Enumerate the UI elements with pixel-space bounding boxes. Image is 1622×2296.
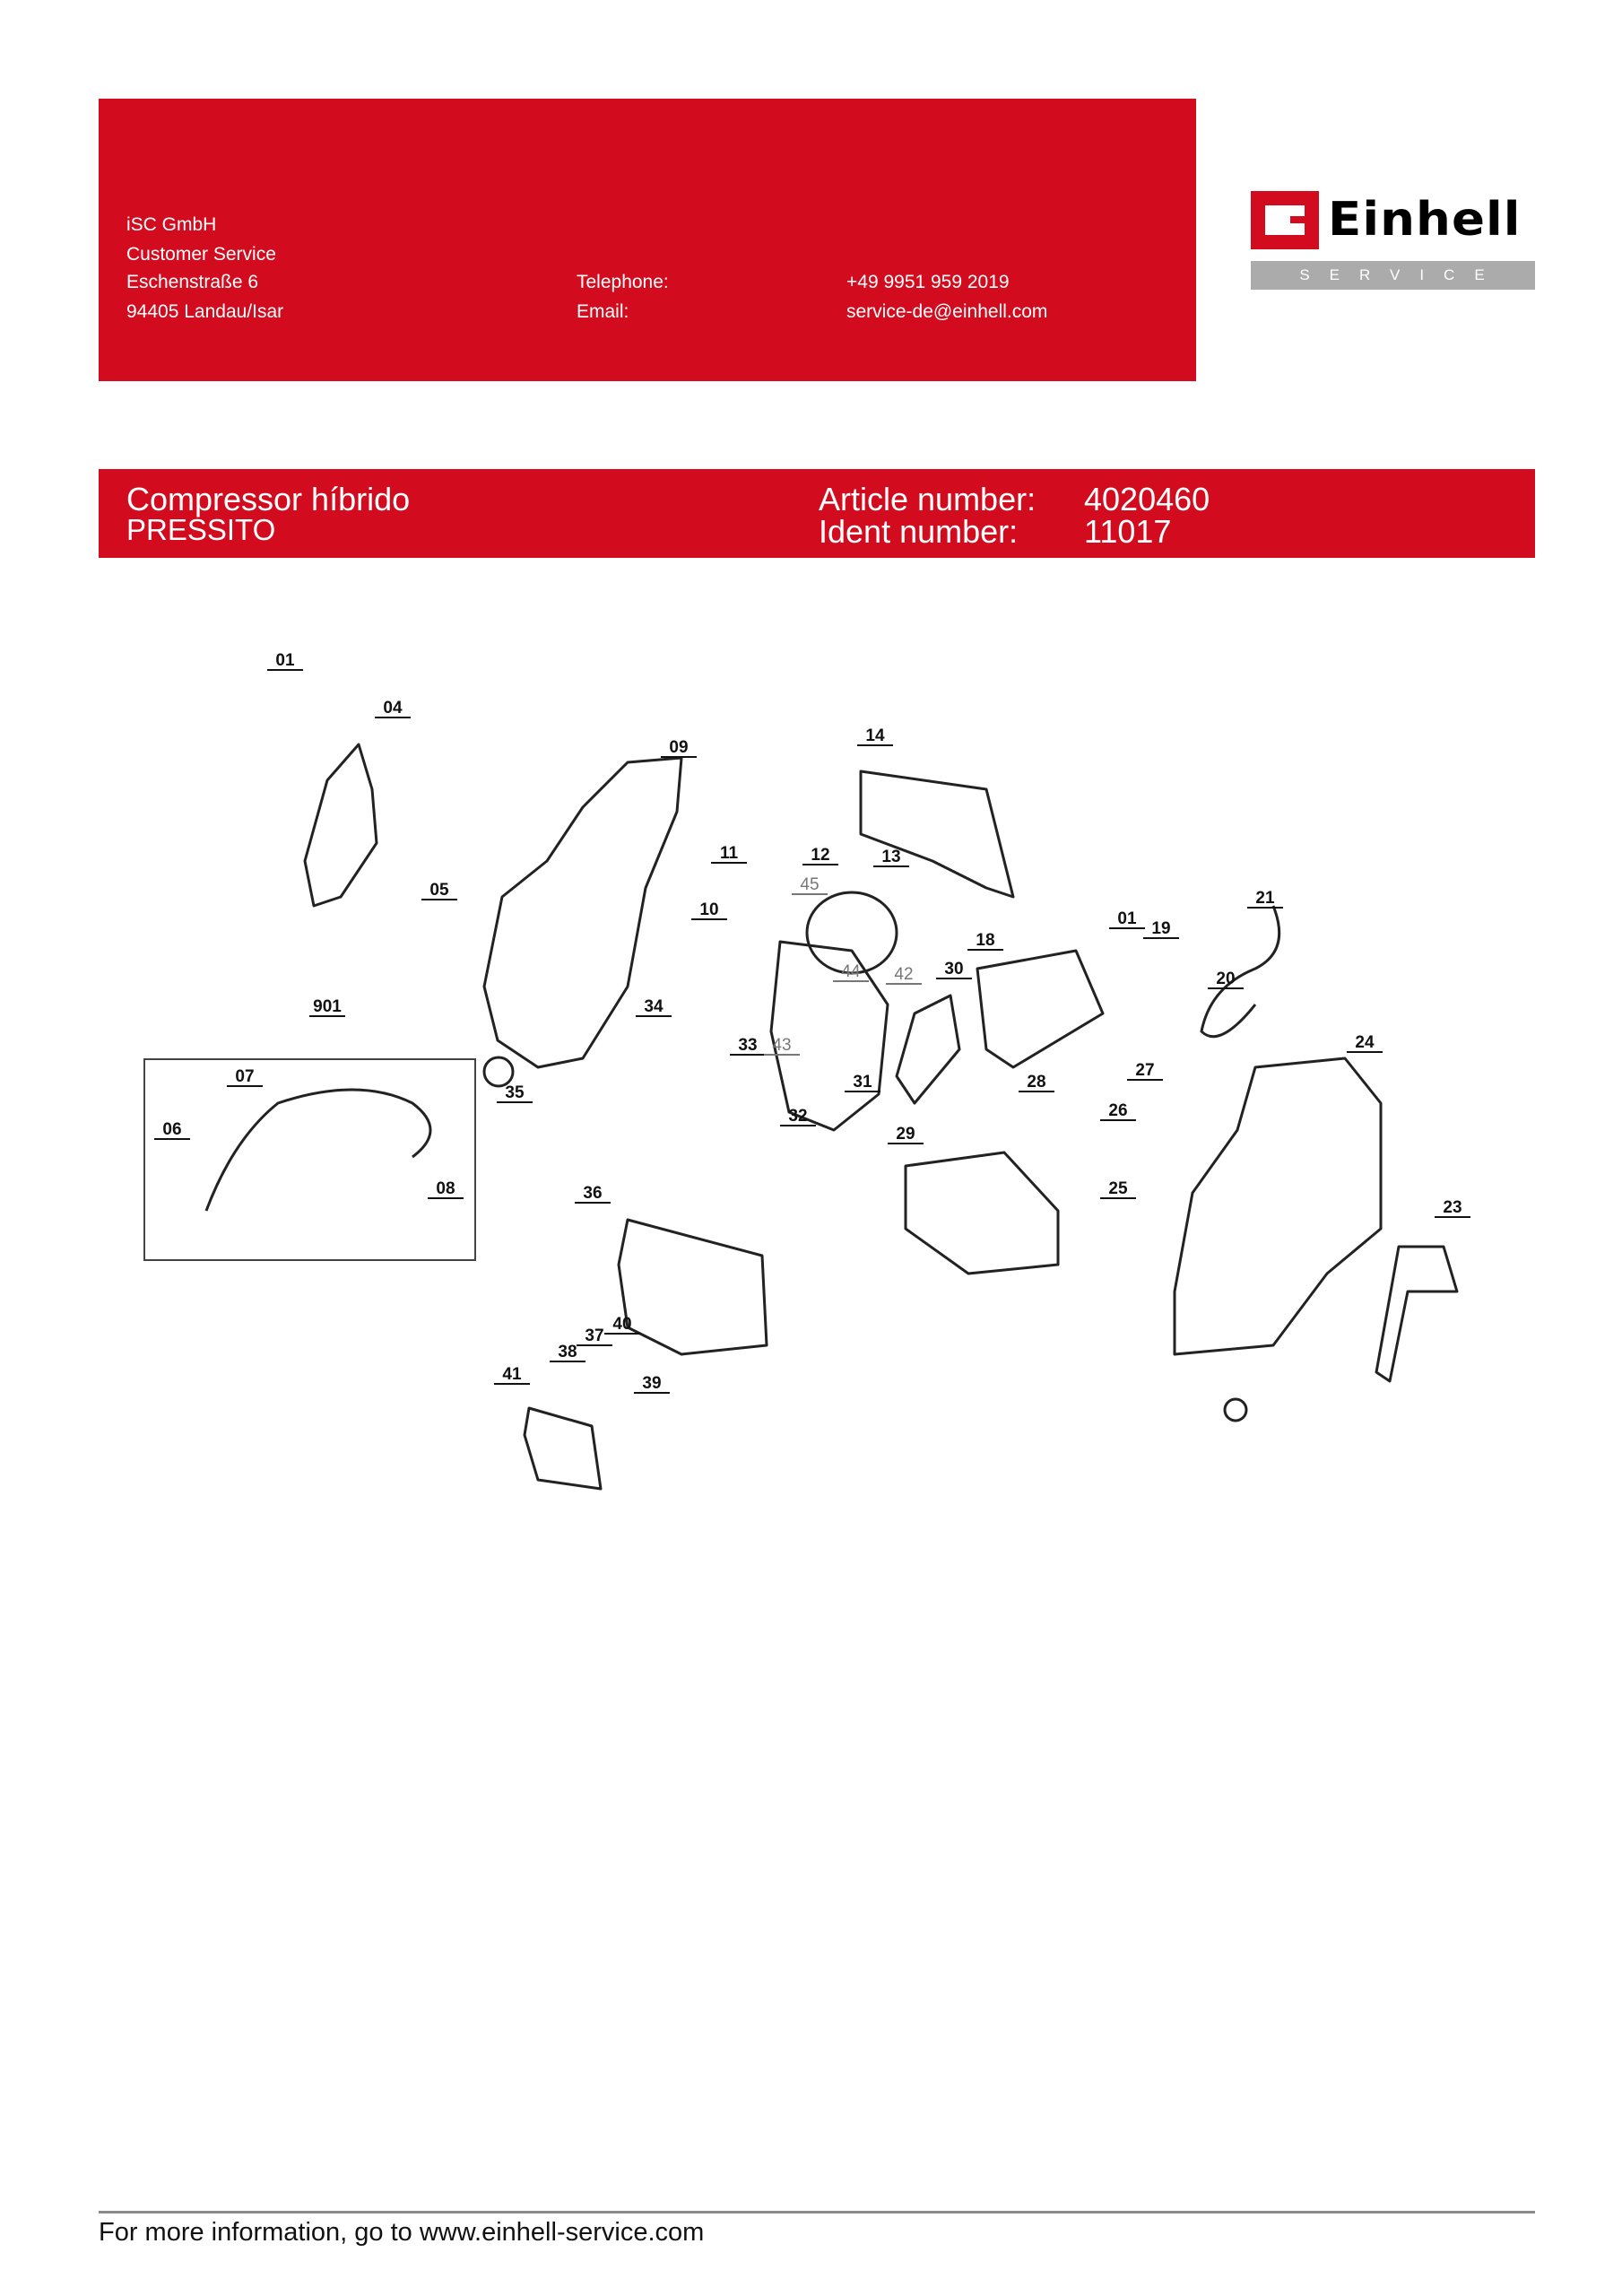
product-title-bar: Compressor híbrido PRESSITO Article numb… — [99, 469, 1535, 558]
part-label: 11 — [720, 844, 739, 863]
part-label: 01 — [275, 651, 295, 670]
logo-service-tag: SERVICE — [1251, 261, 1535, 290]
einhell-logo: Einhell SERVICE — [1251, 191, 1535, 290]
part-label: 27 — [1135, 1061, 1154, 1080]
part-label: 18 — [976, 931, 994, 950]
part-label: 40 — [612, 1315, 631, 1334]
product-name: Compressor híbrido — [126, 481, 411, 517]
email-address: service-de@einhell.com — [846, 301, 1048, 322]
ident-number-label: Ident number: — [819, 513, 1019, 550]
power-cable-part — [1200, 905, 1281, 1039]
part-label: 37 — [585, 1326, 603, 1345]
part-label: 23 — [1443, 1198, 1462, 1217]
part-label: 38 — [558, 1343, 577, 1361]
part-label: 41 — [502, 1365, 522, 1384]
part-label: 09 — [669, 738, 688, 757]
side-cover-part — [303, 743, 378, 908]
part-label: 20 — [1216, 970, 1235, 988]
compressor-block-part — [769, 940, 889, 1132]
part-label: 43 — [772, 1036, 791, 1055]
motor-part — [805, 891, 898, 975]
part-label: 39 — [642, 1374, 661, 1393]
part-label: 42 — [894, 965, 913, 984]
part-label: 32 — [788, 1107, 807, 1126]
handle-housing-part — [482, 756, 683, 1069]
part-label: 34 — [644, 997, 664, 1016]
part-label: 07 — [235, 1067, 254, 1086]
contact-header: iSC GmbH Customer Service Eschenstraße 6… — [99, 99, 1196, 381]
foot-part — [1223, 1397, 1248, 1422]
top-grille-part — [859, 770, 1015, 899]
part-label: 35 — [505, 1083, 525, 1102]
logo-mark-icon — [1251, 191, 1319, 249]
part-label: 19 — [1151, 919, 1170, 938]
hose-part — [204, 1088, 432, 1212]
part-label: 21 — [1255, 889, 1275, 908]
part-label: 12 — [811, 846, 829, 865]
foot-35-part — [482, 1056, 515, 1088]
part-label: 25 — [1108, 1179, 1128, 1198]
part-label: 45 — [800, 875, 819, 894]
article-number-label: Article number: — [819, 481, 1037, 517]
ident-number: 11017 — [1084, 513, 1172, 550]
part-label: 36 — [583, 1184, 602, 1203]
logo-wordmark: Einhell — [1328, 193, 1522, 247]
battery-cover-part — [523, 1406, 603, 1491]
main-housing-part — [1173, 1057, 1383, 1356]
part-label: 13 — [881, 848, 900, 866]
part-label: 01 — [1117, 909, 1137, 928]
cover-30-part — [895, 994, 961, 1105]
bracket-23-part — [1375, 1245, 1459, 1383]
part-label: 06 — [162, 1120, 181, 1139]
email-label: Email: — [577, 301, 629, 322]
telephone-label: Telephone: — [577, 272, 669, 292]
part-label: 44 — [841, 962, 861, 981]
part-label: 901 — [313, 997, 342, 1016]
part-label: 33 — [738, 1036, 757, 1055]
part-label: 26 — [1108, 1101, 1127, 1120]
street: Eschenstraße 6 — [126, 272, 259, 292]
part-label: 14 — [865, 726, 885, 745]
city: 94405 Landau/Isar — [126, 301, 284, 322]
part-label: 10 — [699, 900, 718, 919]
part-label: 29 — [896, 1125, 915, 1144]
battery-holder-part — [904, 1151, 1060, 1275]
control-panel-part — [976, 949, 1105, 1069]
part-label: 28 — [1027, 1073, 1045, 1091]
article-number: 4020460 — [1084, 481, 1210, 517]
accessory-box-901 — [143, 1058, 476, 1261]
part-label: 31 — [853, 1073, 872, 1091]
telephone-number: +49 9951 959 2019 — [846, 272, 1010, 292]
footer-text: For more information, go to www.einhell-… — [99, 2218, 705, 2247]
front-panel-part — [617, 1218, 768, 1356]
part-label: 30 — [944, 960, 963, 978]
department: Customer Service — [126, 244, 276, 265]
part-label: 05 — [429, 881, 449, 900]
part-label: 24 — [1355, 1033, 1375, 1052]
product-model: PRESSITO — [126, 513, 276, 546]
footer-divider — [99, 2211, 1535, 2213]
exploded-parts-diagram: 01 04 09 14 11 12 13 45 10 05 21 01 19 18 20 30 42 44 901 3… — [143, 651, 1470, 1491]
company-name: iSC GmbH — [126, 214, 217, 235]
part-label: 08 — [436, 1179, 455, 1198]
part-label: 04 — [383, 699, 403, 718]
